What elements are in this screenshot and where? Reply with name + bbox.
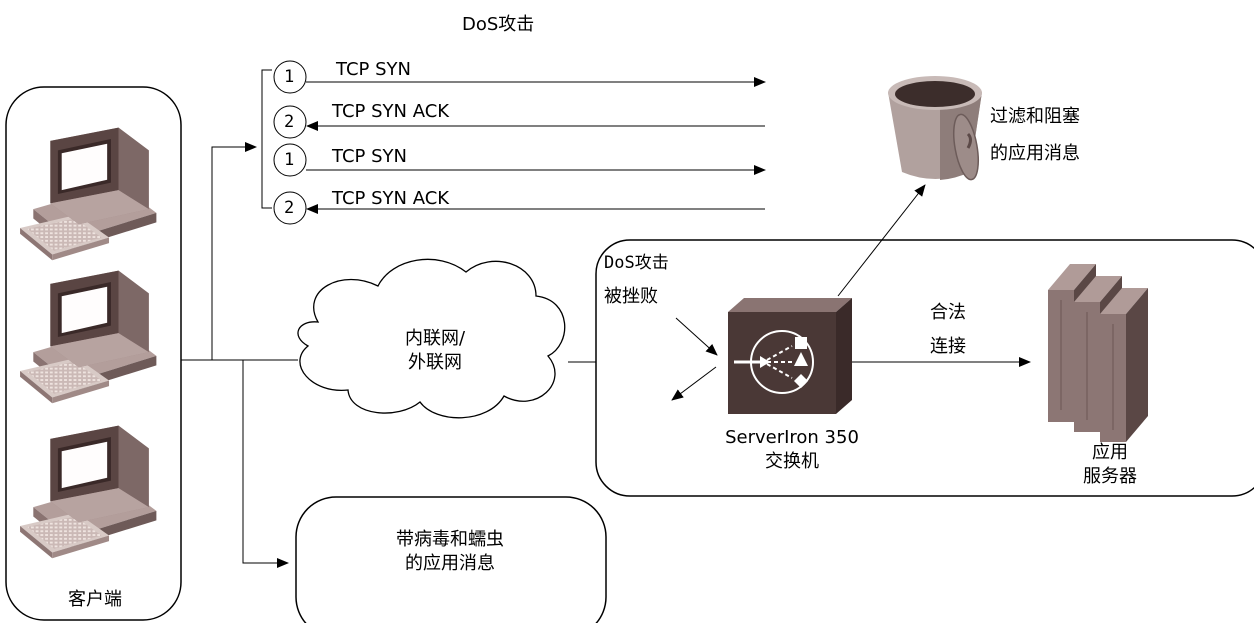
syn-ack-label-1: TCP SYN ACK [332, 101, 450, 122]
syn-ack-label-2: TCP SYN ACK [332, 188, 450, 209]
virus-label-line1: 带病毒和蠕虫 [396, 529, 504, 550]
server-label-line2: 服务器 [1083, 466, 1137, 487]
filter-arrow [837, 184, 926, 297]
network-cloud [297, 258, 566, 419]
legit-label-line1: 合法 [930, 302, 966, 323]
client-computer-icon-2 [20, 270, 157, 404]
application-server-icon [1048, 264, 1148, 442]
step-number-4: 2 [284, 198, 295, 218]
virus-label-line2: 的应用消息 [405, 553, 495, 574]
attack-bounce-arrow [671, 366, 717, 401]
attack-in-arrow [675, 317, 718, 356]
diagram-title: DoS攻击 [462, 14, 535, 35]
client-computer-icon-3 [20, 425, 157, 559]
network-label-line2: 外联网 [408, 352, 462, 373]
syn-label-1: TCP SYN [336, 59, 411, 80]
defeated-label-line2: 被挫败 [604, 286, 658, 307]
step-circle-3 [273, 143, 307, 177]
client-computer-icon-1 [20, 127, 157, 261]
network-label-line1: 内联网/ [404, 328, 466, 349]
filtered-label-line1: 过滤和阻塞 [990, 106, 1080, 127]
syn-label-2: TCP SYN [332, 146, 407, 167]
step-number-3: 1 [284, 150, 295, 170]
server-label-line1: 应用 [1092, 442, 1128, 463]
trash-can-icon [888, 76, 982, 181]
step-circle-1 [273, 60, 307, 94]
switch-group-box [595, 239, 1254, 497]
legit-label-line2: 连接 [930, 336, 966, 357]
handshake-bracket [261, 69, 272, 209]
switch-label-line2: 交换机 [765, 451, 819, 472]
clients-label: 客户端 [68, 589, 122, 610]
filtered-label-line2: 的应用消息 [990, 143, 1080, 164]
client-to-handshake-arrow [211, 142, 257, 360]
defeated-label-line1: DoS攻击 [604, 253, 669, 273]
client-group-box [5, 86, 182, 621]
virus-messages-box [295, 496, 607, 623]
serveriron-switch-icon [728, 298, 852, 414]
client-to-virus-arrow [242, 360, 289, 568]
step-number-2: 2 [284, 112, 295, 132]
step-number-1: 1 [284, 67, 295, 87]
switch-label-line1: ServerIron 350 [725, 427, 859, 448]
